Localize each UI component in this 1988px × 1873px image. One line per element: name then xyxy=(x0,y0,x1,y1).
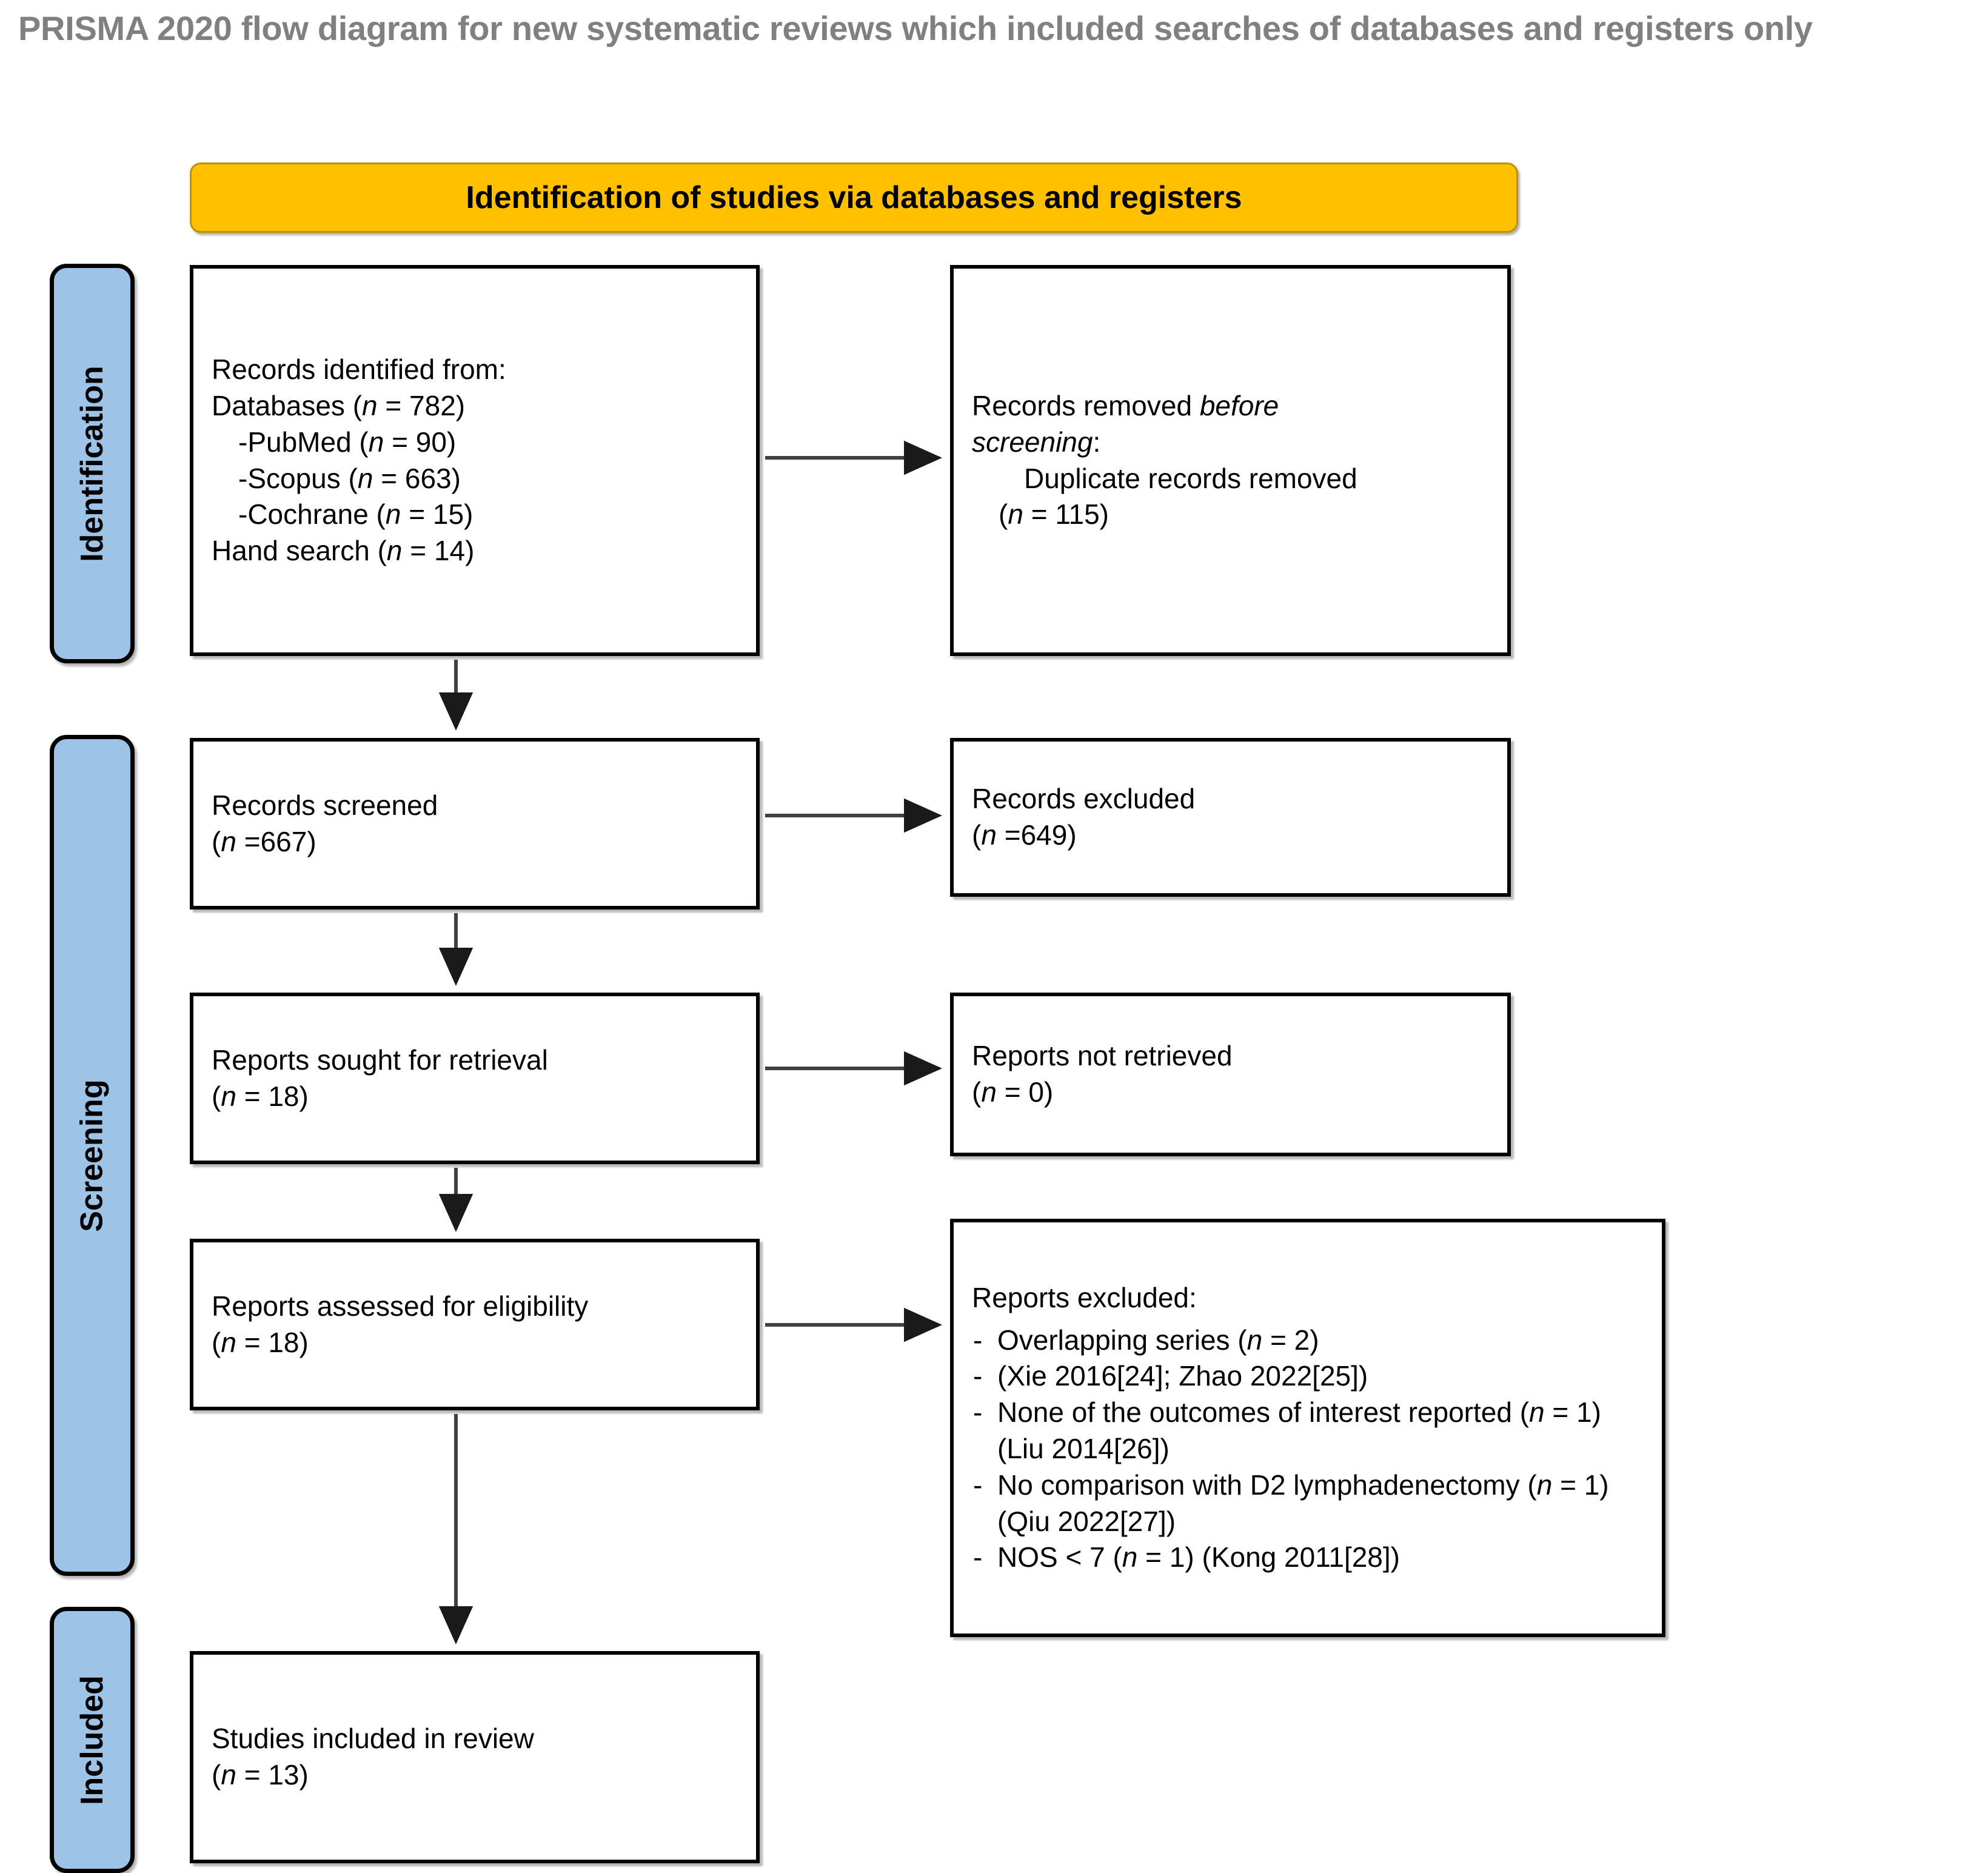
line: Reports not retrieved xyxy=(972,1040,1233,1072)
line: Records screened xyxy=(212,789,438,821)
page-title: PRISMA 2020 flow diagram for new systema… xyxy=(18,9,1813,47)
line: (n =667) xyxy=(212,825,316,857)
list-item: -(Xie 2016[24]; Zhao 2022[25]) xyxy=(973,1360,1368,1392)
list-item: -No comparison with D2 lymphadenectomy (… xyxy=(973,1469,1609,1537)
box-reports-assessed: Reports assessed for eligibility (n = 18… xyxy=(190,1239,760,1410)
box-records-excluded: Records excluded (n =649) xyxy=(950,738,1511,897)
line: Reports sought for retrieval xyxy=(212,1044,548,1076)
line: Records excluded xyxy=(972,783,1196,815)
reports-excluded-list: -Overlapping series (n = 2) -(Xie 2016[2… xyxy=(972,1322,1644,1576)
line: (n = 115) xyxy=(999,498,1109,531)
list-item: -Overlapping series (n = 2) xyxy=(973,1324,1319,1356)
identification-banner-label: Identification of studies via databases … xyxy=(466,180,1242,215)
line: (n = 13) xyxy=(212,1759,309,1791)
line: (n = 18) xyxy=(212,1326,309,1358)
stage-band-screening-label: Screening xyxy=(75,1079,110,1232)
line: Databases (n = 782) xyxy=(212,389,466,421)
line: -Scopus (n = 663) xyxy=(238,462,461,494)
box-studies-included: Studies included in review (n = 13) xyxy=(190,1651,760,1863)
box-records-identified: Records identified from: Databases (n = … xyxy=(190,265,760,656)
box-reports-sought: Reports sought for retrieval (n = 18) xyxy=(190,993,760,1164)
line: Reports assessed for eligibility xyxy=(212,1290,589,1322)
line: Records removed before xyxy=(972,389,1279,421)
line: Duplicate records removed xyxy=(1024,462,1357,494)
list-item: -NOS < 7 (n = 1) (Kong 2011[28]) xyxy=(973,1541,1400,1573)
line: Studies included in review xyxy=(212,1723,534,1755)
stage-band-identification: Identification xyxy=(50,264,135,663)
box-records-removed: Records removed before screening: Duplic… xyxy=(950,265,1511,656)
box-reports-excluded: Reports excluded: -Overlapping series (n… xyxy=(950,1219,1665,1637)
line: (n = 0) xyxy=(972,1076,1054,1108)
box-reports-not-retrieved: Reports not retrieved (n = 0) xyxy=(950,993,1511,1156)
box-records-screened: Records screened (n =667) xyxy=(190,738,760,910)
line: screening: xyxy=(972,426,1101,458)
list-item: -None of the outcomes of interest report… xyxy=(973,1396,1601,1464)
line: Records identified from: xyxy=(212,353,506,386)
stage-band-identification-label: Identification xyxy=(75,365,110,562)
identification-banner: Identification of studies via databases … xyxy=(190,163,1518,233)
line: (n =649) xyxy=(972,819,1077,851)
stage-band-screening: Screening xyxy=(50,735,135,1576)
line: (n = 18) xyxy=(212,1080,309,1112)
stage-band-included: Included xyxy=(50,1607,135,1873)
line: -PubMed (n = 90) xyxy=(238,426,457,458)
reports-excluded-heading: Reports excluded: xyxy=(972,1281,1197,1313)
line: Hand search (n = 14) xyxy=(212,535,475,567)
line: -Cochrane (n = 15) xyxy=(238,498,474,531)
stage-band-included-label: Included xyxy=(75,1675,110,1805)
